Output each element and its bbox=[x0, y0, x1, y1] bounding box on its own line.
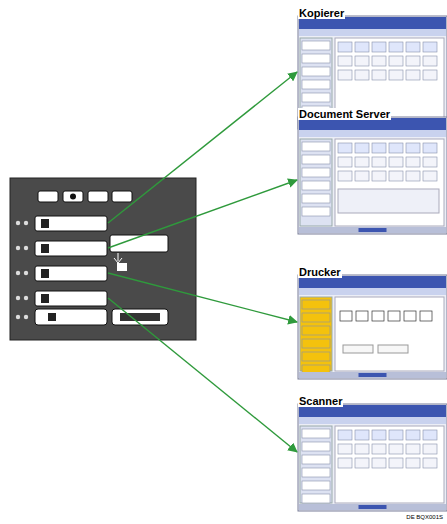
screen-heading: Kopierer bbox=[298, 7, 345, 19]
screen-panel: Document Server bbox=[298, 104, 447, 234]
screen-panel: Scanner bbox=[298, 391, 447, 511]
screen-heading: Scanner bbox=[298, 395, 343, 407]
screen-image bbox=[298, 16, 447, 129]
screen-image bbox=[298, 117, 447, 234]
leader-arrows bbox=[108, 72, 297, 452]
screen-heading: Document Server bbox=[298, 108, 391, 120]
screen-image bbox=[298, 275, 447, 379]
leader-arrow bbox=[108, 273, 297, 322]
leader-arrow bbox=[108, 72, 297, 223]
screen-heading: Drucker bbox=[298, 266, 342, 278]
figure-code: DE BQX001S bbox=[406, 514, 443, 520]
leader-arrow bbox=[108, 180, 297, 248]
leader-arrow bbox=[108, 298, 297, 452]
screen-panel: Drucker bbox=[298, 262, 447, 379]
control-panel bbox=[10, 178, 196, 340]
screen-image bbox=[298, 404, 447, 511]
